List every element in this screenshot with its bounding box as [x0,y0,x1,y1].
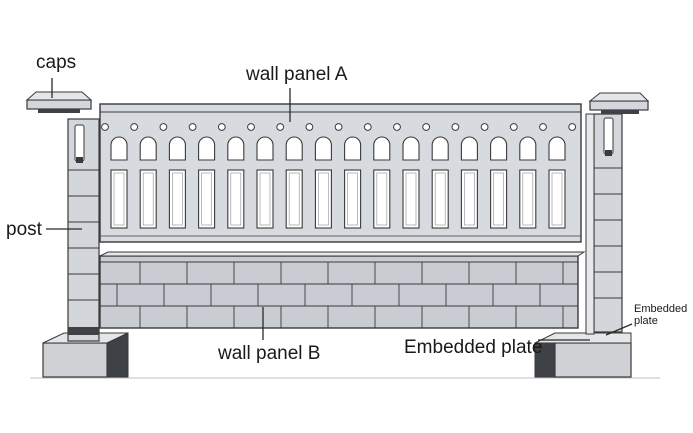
panel-a-round-hole [217,123,226,131]
panel-a-arch-window [373,136,391,161]
panel-a-round-hole [509,123,518,131]
label-embedded-plate-side-line1: Embedded [634,303,688,315]
panel-a-slot-window [256,169,274,229]
leader-embedded-plate-side [605,323,633,336]
wall-panel-b [99,251,586,329]
panel-a-slot-inner [142,172,154,226]
panel-a-round-hole [422,123,431,131]
panel-a-round-hole [276,123,285,131]
panel-a-slot-window [139,169,157,229]
panel-a-arch-window [139,136,157,161]
wall-panel-a [99,103,582,243]
panel-a-round-hole [539,123,547,131]
right-footing [534,332,632,378]
left-cap [25,91,93,113]
label-embedded-plate-side-line2: plate [634,315,658,327]
panel-a-arch-window [198,136,216,161]
left-post [67,118,100,342]
panel-a-slot-window [373,169,391,229]
panel-a-slot-window [110,169,128,229]
panel-a-arch-window [344,136,362,161]
panel-a-round-hole [568,123,577,131]
label-wall-panel-a: wall panel A [246,64,348,85]
panel-a-round-hole [188,123,197,131]
panel-a-slot-window [519,169,537,229]
panel-a-arch-window [110,136,128,161]
panel-a-round-hole [363,123,372,131]
label-caps: caps [36,52,77,73]
label-post: post [6,219,42,240]
label-embedded-plate-main: Embedded plate [404,337,543,358]
panel-a-slot-window [431,169,449,229]
panel-a-slot-window [402,169,420,229]
panel-a-round-hole [480,123,489,131]
panel-a-arch-window [285,136,303,161]
panel-a-arch-window [402,136,420,161]
panel-a-round-hole [159,123,168,131]
label-wall-panel-b: wall panel B [218,343,321,364]
panel-a-slot-inner [493,172,504,226]
panel-a-slot-inner [434,172,446,226]
panel-a-round-hole [247,123,255,131]
panel-a-arch-window [490,136,508,161]
panel-a-slot-inner [259,172,271,226]
panel-a-round-hole [393,123,401,131]
panel-a-arch-window [431,136,449,161]
panel-a-slot-inner [551,172,563,226]
panel-a-slot-window [490,169,508,229]
panel-a-slot-inner [347,172,358,226]
panel-a-slot-window [198,169,216,229]
panel-a-slot-inner [464,172,475,226]
panel-a-round-hole [334,123,343,131]
panel-a-arch-window [548,136,566,161]
panel-a-round-hole [130,123,139,131]
panel-a-round-hole [101,123,109,131]
panel-a-slot-inner [113,172,125,226]
panel-a-arch-window [256,136,274,161]
panel-a-slot-inner [376,172,388,226]
panel-a-round-hole [451,123,460,131]
panel-a-slot-window [168,169,186,229]
panel-a-slot-window [344,169,362,229]
right-cap [588,92,650,114]
panel-a-slot-inner [230,172,242,226]
panel-a-slot-window [227,169,245,229]
panel-a-slot-inner [405,172,417,226]
panel-a-slot-inner [172,172,183,226]
panel-a-slot-inner [288,172,300,226]
panel-a-slot-window [460,169,478,229]
panel-a-slot-window [548,169,566,229]
label-embedded-plate-side: Embedded plate [634,303,687,327]
panel-a-slot-inner [318,172,329,226]
panel-a-arch-window [168,136,186,161]
panel-a-slot-inner [522,172,534,226]
panel-a-slot-window [314,169,332,229]
panel-a-arch-window [227,136,245,161]
panel-a-arch-window [460,136,478,161]
panel-a-arch-window [314,136,332,161]
left-footing [42,332,129,378]
panel-a-round-hole [305,123,314,131]
panel-a-arch-window [519,136,537,161]
panel-a-slot-window [285,169,303,229]
right-post [585,113,623,335]
panel-a-slot-inner [201,172,212,226]
